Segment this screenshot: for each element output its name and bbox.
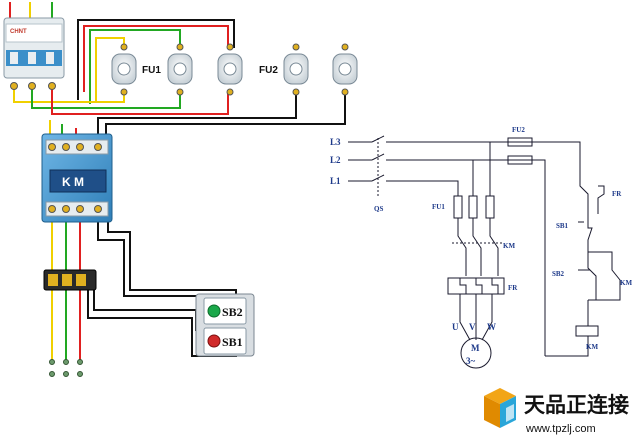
aux-km: KM <box>620 279 632 287</box>
schematic-labels: L3 L2 L1 QS FU1 FU2 KM FR U V W M 3~ SB1… <box>330 126 632 366</box>
control-fr: FR <box>612 190 622 198</box>
fu2-label: FU2 <box>259 65 278 76</box>
fu1-label: FU1 <box>142 65 161 76</box>
start-button-label: SB2 <box>222 305 243 319</box>
fuse-5 <box>332 43 358 96</box>
wire-yellow-top <box>95 37 125 102</box>
wire-black-top <box>77 19 235 100</box>
logo-icon <box>484 388 516 428</box>
fuse-fu2: FU2 <box>512 126 525 134</box>
wire-black-fu2-b <box>105 92 346 136</box>
thermal-overload <box>43 269 97 291</box>
schematic-lines <box>348 135 621 369</box>
switch-qs: QS <box>374 205 383 213</box>
watermark: 天品正连接 www.tpzlj.com <box>484 388 629 435</box>
phase-l3: L3 <box>330 137 341 147</box>
start-sb2: SB2 <box>552 270 565 278</box>
overload-fr: FR <box>508 284 518 292</box>
terminal-v: V <box>469 322 476 332</box>
fuse-1 <box>111 43 137 96</box>
stop-sb1: SB1 <box>556 222 569 230</box>
wire-black-fu2 <box>97 92 297 136</box>
fuse-holders: FU1 FU2 <box>111 43 358 96</box>
motor-phase: 3~ <box>466 356 476 366</box>
contactor-face-label: K M <box>62 175 84 189</box>
wire-ctrl-2 <box>107 222 237 300</box>
motor-terminal-block <box>49 359 83 377</box>
phase-l1: L1 <box>330 176 341 186</box>
wire-yellow-down <box>13 86 125 103</box>
wire-green-down <box>31 86 181 109</box>
stop-button-label: SB1 <box>222 335 243 349</box>
terminal-w: W <box>487 322 496 332</box>
wire-red-down <box>51 86 229 115</box>
fuse-2 <box>167 43 193 96</box>
fuse-fu1: FU1 <box>432 203 445 211</box>
watermark-title: 天品正连接 <box>524 393 629 417</box>
fuse-4 <box>283 43 309 96</box>
circuit-breaker: CHNT <box>3 17 65 90</box>
phase-l2: L2 <box>330 155 341 165</box>
wire-red-top <box>83 25 229 92</box>
breaker-brand: CHNT <box>10 29 27 35</box>
wire-ctrl-1 <box>97 222 210 297</box>
wire-green-top <box>89 29 181 104</box>
push-button-station: SB2 SB1 <box>195 293 255 357</box>
motor-letter: M <box>471 343 480 353</box>
contactor: K M <box>41 133 113 223</box>
terminal-u: U <box>452 322 459 332</box>
coil-km: KM <box>586 343 598 351</box>
contactor-km: KM <box>503 242 515 250</box>
fuse-3 <box>217 43 243 96</box>
watermark-url: www.tpzlj.com <box>525 423 596 435</box>
